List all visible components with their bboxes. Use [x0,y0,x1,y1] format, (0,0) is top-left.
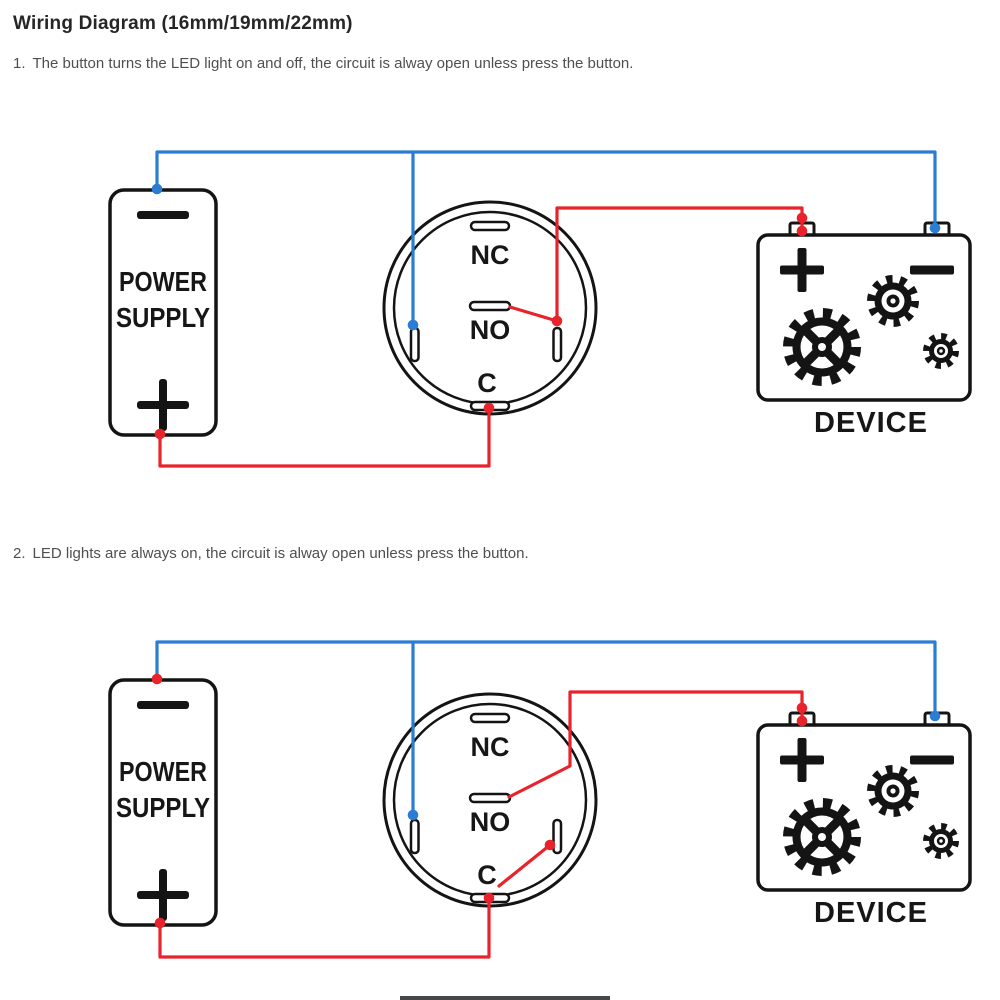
junction-dot [929,222,941,234]
note-2-text: LED lights are always on, the circuit is… [32,545,529,562]
junction-dot [154,428,166,440]
junction-dot [544,839,556,851]
device-unit [758,223,970,439]
note-1-text: The button turns the LED light on and of… [32,55,634,72]
junction-dot [796,702,808,714]
junction-dot [796,225,808,237]
page-title: Wiring Diagram (16mm/19mm/22mm) [13,13,353,34]
cropped-content-edge [400,996,610,1000]
wire-positive-red-bottom [158,406,491,468]
diagram-2 [108,640,970,959]
wire-switch-internal-link [497,843,552,888]
push-button-switch [382,200,598,416]
wire-positive-red-bottom [158,896,491,959]
device-unit [758,713,970,929]
junction-dot [796,715,808,727]
power-supply-unit [108,188,218,437]
note-1: 1. The button turns the LED light on and … [13,55,633,72]
junction-dot [407,319,419,331]
diagram-1 [108,150,970,468]
junction-dot [483,402,495,414]
junction-dot [929,710,941,722]
junction-dot [551,315,563,327]
push-button-switch [382,692,598,908]
note-2-number: 2. [13,545,26,562]
junction-dot [407,809,419,821]
wire-switch-internal-link [508,305,559,323]
junction-dot [796,212,808,224]
junction-dot [154,917,166,929]
junction-dot [483,892,495,904]
wire-negative-blue [155,640,937,719]
note-1-number: 1. [13,55,26,72]
power-supply-unit [108,678,218,927]
junction-dot [151,673,163,685]
note-2: 2. LED lights are always on, the circuit … [13,545,529,562]
junction-dot [151,183,163,195]
wire-negative-blue [155,150,937,231]
wire-positive-red-top [507,690,804,799]
